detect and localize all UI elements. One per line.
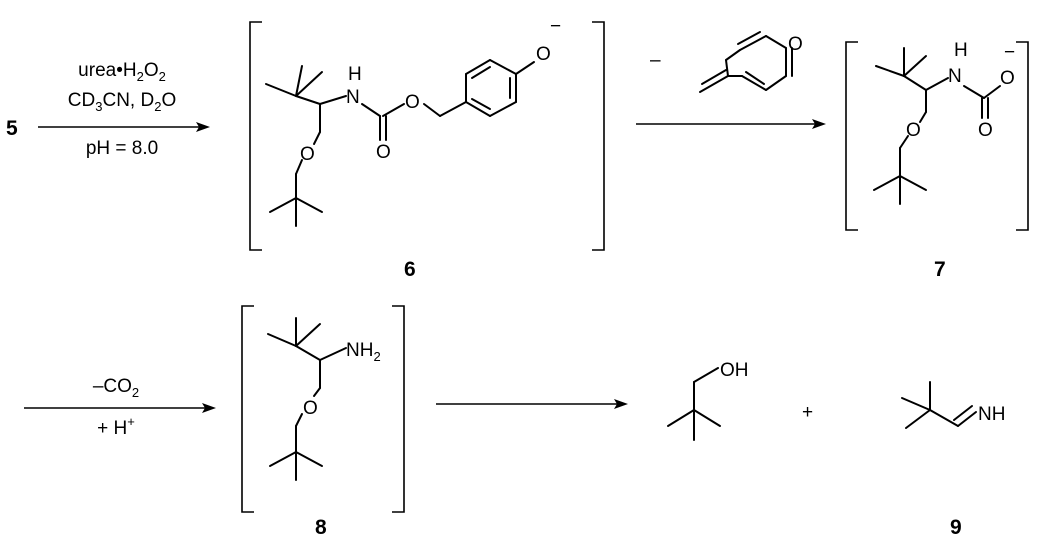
compound-6-phenoxide-o: O bbox=[536, 44, 551, 65]
compound-8-label: 8 bbox=[315, 516, 327, 539]
reaction-arrow-1 bbox=[38, 122, 210, 132]
bracket-right-8 bbox=[392, 305, 405, 513]
reaction-arrow-2 bbox=[636, 119, 826, 129]
arrow-3-co2: –CO2 bbox=[93, 376, 139, 400]
compound-9-nh: NH bbox=[978, 404, 1005, 425]
compound-7-charge: − bbox=[1004, 42, 1015, 63]
compound-6-h: H bbox=[348, 64, 362, 85]
compound-9-label: 9 bbox=[950, 516, 962, 539]
compound-6-structure bbox=[249, 21, 605, 251]
bracket-right-6 bbox=[592, 21, 605, 251]
arrow-1-ph: pH = 8.0 bbox=[86, 138, 158, 159]
plus-sign: + bbox=[802, 402, 813, 423]
arrow-1-reagent: urea•H2O2 bbox=[78, 60, 166, 84]
neopentyl-alcohol-oh: OH bbox=[720, 360, 749, 381]
compound-6-ester-o: O bbox=[405, 92, 420, 113]
bracket-left-8 bbox=[241, 305, 254, 513]
compound-7-h: H bbox=[954, 40, 968, 61]
compound-6-n: N bbox=[346, 87, 360, 108]
compound-9-structure bbox=[901, 381, 977, 429]
compound-7-carboxylate-o: O bbox=[1000, 68, 1015, 89]
quinone-methide-structure bbox=[699, 31, 793, 93]
compound-5-label: 5 bbox=[6, 117, 18, 140]
compound-6-ether-o: O bbox=[300, 144, 315, 165]
neopentyl-alcohol-structure bbox=[667, 367, 721, 441]
compound-8-amine: NH2 bbox=[346, 340, 381, 364]
compound-6-charge: − bbox=[550, 16, 561, 37]
quinone-methide-o: O bbox=[788, 34, 803, 55]
compound-7-label: 7 bbox=[934, 258, 946, 281]
bracket-left-7 bbox=[845, 41, 858, 231]
arrow-3-proton: + H+ bbox=[97, 414, 135, 439]
compound-8-ether-o: O bbox=[303, 398, 318, 419]
compound-7-structure bbox=[845, 41, 1029, 231]
arrow-1-solvent: CD3CN, D2O bbox=[68, 90, 176, 114]
reaction-arrow-4 bbox=[436, 399, 628, 409]
compound-7-carbonyl-o: O bbox=[978, 120, 993, 141]
bracket-right-7 bbox=[1016, 41, 1029, 231]
compound-8-structure bbox=[241, 305, 405, 513]
reaction-arrow-3 bbox=[24, 403, 216, 413]
compound-7-n: N bbox=[948, 66, 962, 87]
compound-6-carbonyl-o: O bbox=[376, 142, 391, 163]
compound-6-label: 6 bbox=[404, 258, 416, 281]
bracket-left-6 bbox=[249, 21, 262, 251]
compound-7-ether-o: O bbox=[906, 120, 921, 141]
arrow-2-minus: – bbox=[650, 50, 661, 71]
